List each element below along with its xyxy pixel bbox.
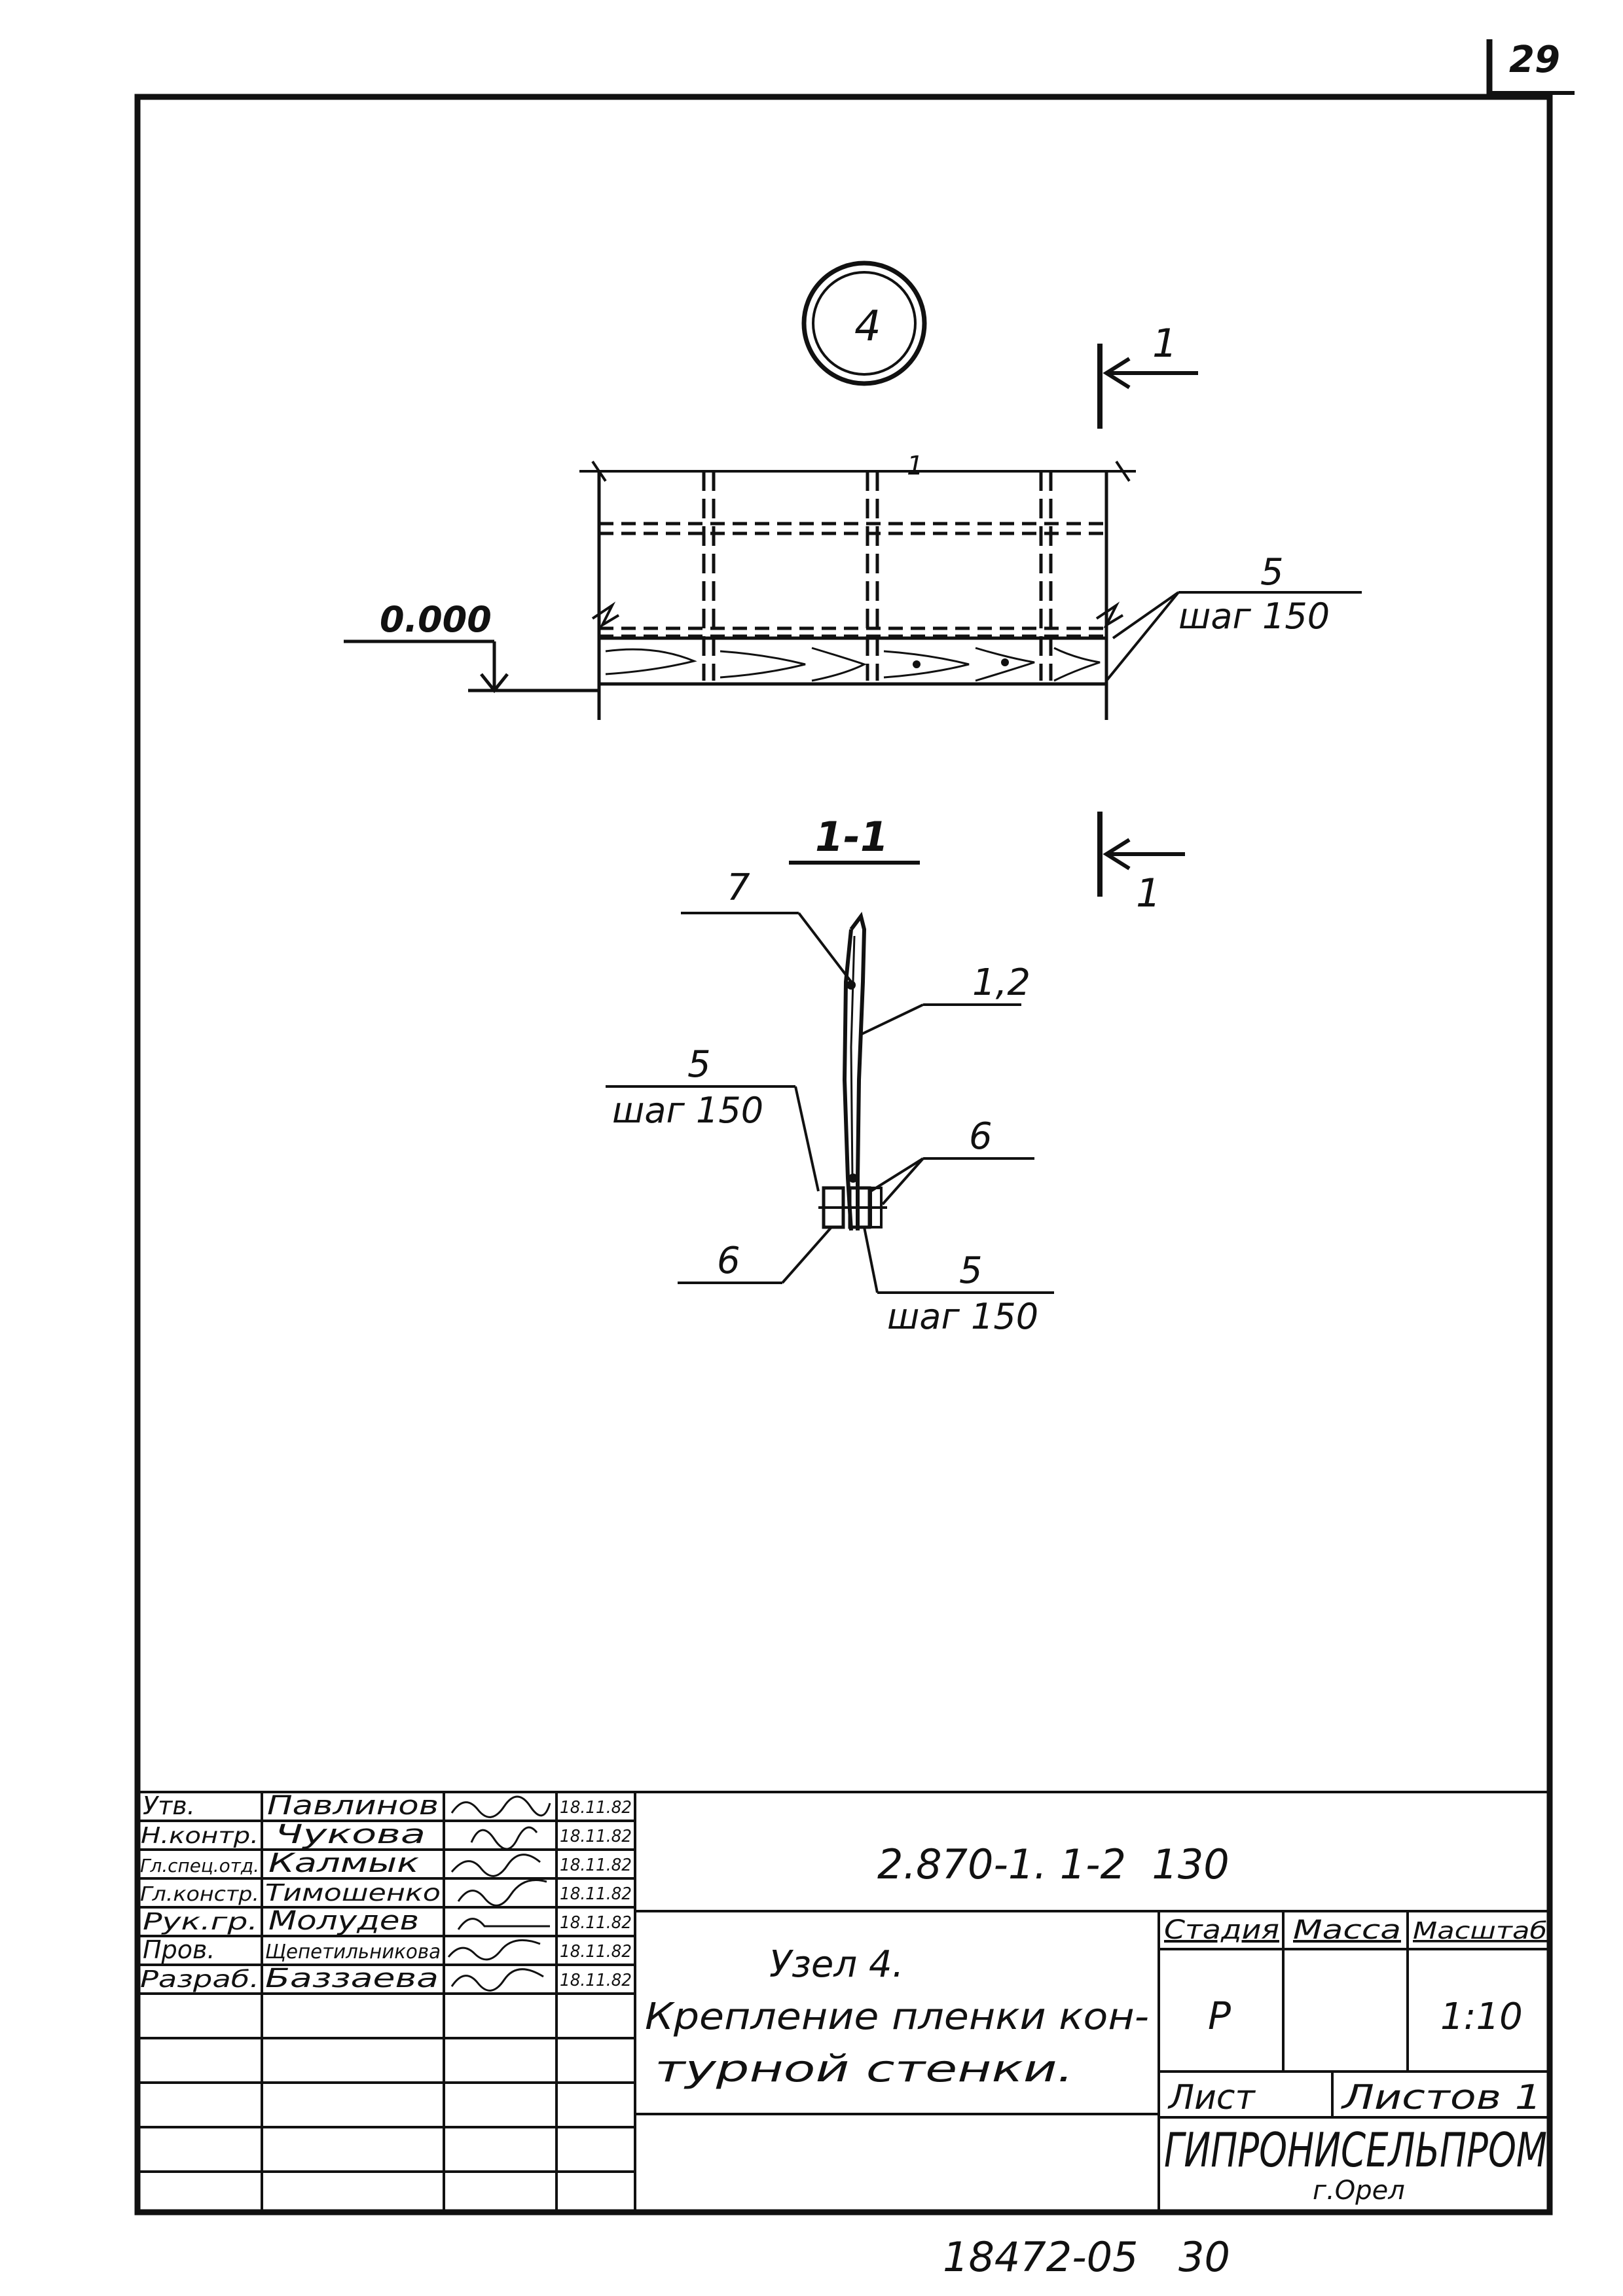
sig-role: Гл.спец.отд. — [140, 1855, 259, 1876]
elevation-view: 1 — [468, 451, 1136, 720]
sig-role: Рук.гр. — [143, 1909, 258, 1935]
sig-date: 18.11.82 — [560, 1827, 632, 1846]
col-mass-header: Масса — [1293, 1915, 1401, 1945]
section-title: 1-1 — [789, 813, 920, 865]
section-title-text: 1-1 — [815, 813, 888, 861]
signature-mark — [470, 1826, 538, 1850]
drawing-title-line2: Крепление пленки кон- — [645, 1996, 1149, 2038]
sheet-number: 29 — [1509, 39, 1560, 81]
callout-left-step: шаг 150 — [612, 1090, 763, 1131]
sig-date: 18.11.82 — [560, 1971, 632, 1990]
sig-name: Щепетильникова — [265, 1941, 441, 1964]
col-stage-header: Стадия — [1164, 1915, 1279, 1945]
signature-mark — [450, 1854, 541, 1877]
sig-role: Пров. — [143, 1935, 215, 1964]
callout-top-right: 5 шаг 150 — [1105, 551, 1362, 682]
sig-date: 18.11.82 — [560, 1884, 632, 1904]
drawing-frame — [134, 94, 1553, 2215]
callout-left-pos: 5 — [687, 1043, 711, 1086]
callout-right-6: 6 — [869, 1115, 1034, 1206]
sig-role: Гл.констр. — [140, 1883, 259, 1906]
callout-bottom-step: шаг 150 — [887, 1296, 1038, 1337]
signature-mark — [447, 1939, 541, 1961]
signature-mark — [457, 1918, 550, 1930]
elevation-label: 0.000 — [380, 599, 492, 640]
scale-value: 1:10 — [1440, 1996, 1523, 2038]
sheet-number-box: 29 — [1486, 39, 1575, 98]
sig-date: 18.11.82 — [560, 1913, 632, 1933]
sheet-label: Лист — [1167, 2078, 1256, 2117]
sig-role: Утв. — [143, 1791, 195, 1820]
sig-date: 18.11.82 — [560, 1856, 632, 1875]
col-scale-header: Масштаб — [1413, 1918, 1547, 1945]
signature-mark — [450, 1968, 544, 1992]
drawing-designation: 2.870-1. 1-2 130 — [877, 1840, 1230, 1888]
drawing-title-line1: Узел 4. — [769, 1943, 903, 1986]
organization-name: ГИПРОНИСЕЛЬПРОМ — [1164, 2123, 1547, 2178]
dim-mark: 1 — [907, 451, 923, 481]
sig-name: Тимошенко — [265, 1880, 441, 1907]
section-mark-bottom-label: 1 — [1136, 870, 1161, 916]
callout-bottom-pos: 5 — [959, 1249, 983, 1292]
callout-7: 7 — [681, 867, 852, 983]
signature-mark — [450, 1795, 551, 1818]
sig-role: Разраб. — [140, 1966, 259, 1993]
signature-rows: Утв. Павлинов 18.11.82 Н.контр. Чукова 1… — [140, 1791, 632, 1994]
page-number: 30 — [1178, 2233, 1230, 2281]
callout-left-6-label: 6 — [717, 1240, 740, 1282]
signature-mark — [457, 1879, 547, 1907]
stage-value: Р — [1208, 1994, 1231, 2038]
organization-city: г.Орел — [1313, 2176, 1405, 2206]
callout-top-step: шаг 150 — [1178, 596, 1330, 637]
sheets-label: Листов 1 — [1340, 2078, 1542, 2117]
callout-bottom: 5 шаг 150 — [863, 1227, 1054, 1337]
sig-date: 18.11.82 — [560, 1798, 632, 1818]
title-block — [137, 1791, 1550, 2212]
node-marker: 4 — [801, 260, 927, 386]
callout-right-6-label: 6 — [969, 1115, 993, 1158]
elevation-mark: 0.000 — [344, 599, 509, 694]
sig-name: Павлинов — [267, 1791, 439, 1821]
sig-date: 18.11.82 — [560, 1942, 632, 1962]
callout-12: 1,2 — [861, 961, 1030, 1035]
callout-left-6: 6 — [678, 1226, 833, 1284]
section-view — [818, 912, 887, 1231]
archive-number: 18472-05 — [943, 2233, 1139, 2281]
callout-top-pos: 5 — [1260, 551, 1284, 594]
section-mark-top: 1 — [1097, 321, 1198, 429]
section-mark-top-label: 1 — [1152, 321, 1177, 367]
callout-12-label: 1,2 — [972, 961, 1030, 1004]
drawing-title-line3: турной стенки. — [655, 2048, 1074, 2090]
sig-name: Чукова — [275, 1820, 426, 1850]
section-mark-bottom: 1 — [1097, 812, 1185, 916]
callout-left: 5 шаг 150 — [606, 1043, 820, 1192]
callout-7-label: 7 — [727, 867, 750, 909]
sig-name: Молудев — [268, 1906, 419, 1936]
sig-name: Калмык — [268, 1848, 419, 1878]
sig-name: Баззаева — [265, 1964, 439, 1994]
node-marker-label: 4 — [854, 302, 881, 351]
sig-role: Н.контр. — [141, 1823, 259, 1849]
